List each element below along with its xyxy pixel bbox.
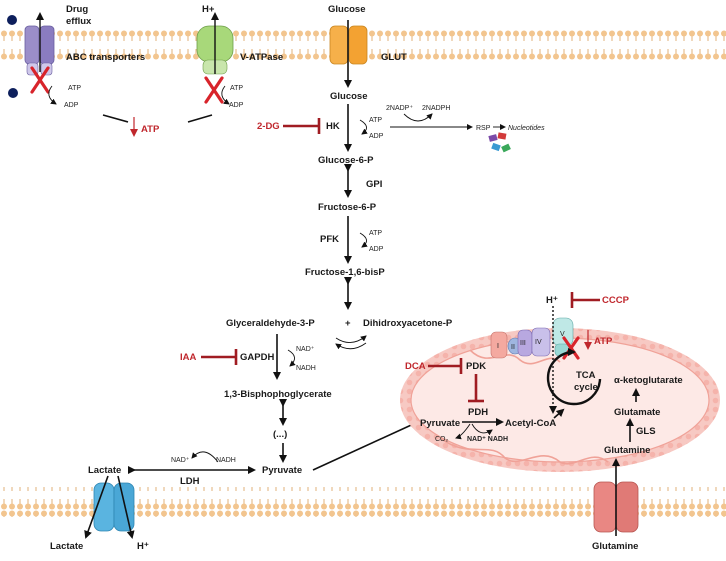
adp-label: ADP [64,102,79,109]
tca-cycle-arrow [546,348,602,406]
atp-synthase-complex-v: V [552,317,574,357]
atp-label: ATP [369,117,382,124]
co2-release-arrow [455,423,471,440]
h-plus-label: H+ [202,4,215,15]
1-3-bisphosphoglycerate-label: 1,3-Bisphophoglycerate [224,389,332,400]
adp-label: ADP [369,246,384,253]
2dg-inhibitor-label: 2-DG [257,121,280,132]
atp-hydrolysis-arrow [48,85,57,105]
drug-dot-icon [7,15,17,25]
lactate-label: Lactate [88,465,121,476]
svg-text:I: I [497,343,499,350]
acetyl-coa-label: Acetyl-CoA [505,418,556,429]
fructose-1-6-bisp-label: Fructose-1,6-bisP [305,267,385,278]
glucose-label: Glucose [330,91,368,102]
glutamine-transporter [593,481,639,533]
nucleotides-label: Nucleotides [508,125,545,132]
svg-text:IV: IV [535,339,542,346]
lactate-transporter [93,482,135,532]
tca-cycle-label: cycle [574,382,598,393]
pyruvate-import-arrow [312,419,422,471]
nadp-label: 2NADP⁺ [386,105,413,112]
glucose-6-p-label: Glucose-6-P [318,155,374,166]
hk-enzyme-label: HK [326,121,340,132]
nucleotides-icon [488,132,511,153]
glutamine-mito-label: Glutamine [604,445,650,456]
glutamate-label: Glutamate [614,407,660,418]
ldh-enzyme-label: LDH [180,476,200,487]
gpi-enzyme-label: GPI [366,179,382,190]
h-plus-mito-label: H⁺ [546,295,558,306]
nadh-label: NADH [216,457,236,464]
block-x-icon [30,66,50,94]
lactate-export-arrow [84,475,109,539]
acetyl-coa-to-tca-arrow [553,408,565,419]
atp-use-arrow [359,232,368,248]
svg-text:V: V [560,331,565,338]
atp-decrease-label: ATP [594,336,613,347]
drug-efflux-label: efflux [66,16,92,27]
atp-hydrolysis-arrow [221,85,230,105]
rsp-label: RSP [476,125,491,132]
cccp-inhibitor-label: CCCP [602,295,630,306]
glucose-extracellular: Glucose [328,4,366,15]
atp-decrease-label: ATP [141,124,160,135]
nadh-label: NADH [296,365,316,372]
atp-label: ATP [68,85,81,92]
plus-sign: + [345,318,351,329]
nad-nadh-label: NAD⁺ NADH [467,436,508,443]
proton-export-arrow [117,475,135,539]
nadph-arrow [403,113,433,122]
pdk-enzyme-label: PDK [466,361,486,372]
gapdh-enzyme-label: GAPDH [240,352,274,363]
glyceraldehyde-3-p-label: Glyceraldehyde-3-P [226,318,315,329]
lactate-extracellular-label: Lactate [50,541,83,552]
glut-label: GLUT [381,52,407,63]
gls-enzyme-label: GLS [636,426,656,437]
drug-dot-icon [8,88,18,98]
connector-line [102,114,129,123]
isomerase-arrow [335,342,367,350]
connector-line [187,114,213,123]
nad-label: NAD⁺ [171,457,190,464]
svg-text:II: II [511,344,515,351]
nad-reduction-arrow [287,349,296,367]
v-atpase-label: V-ATPase [240,52,283,63]
adp-label: ADP [369,133,384,140]
intermediate-steps-label: (...) [273,429,287,440]
svg-text:III: III [520,340,526,347]
drug-efflux-label: Drug [66,4,88,15]
iaa-inhibitor-label: IAA [180,352,197,363]
h-plus-label: H⁺ [137,541,149,552]
alpha-ketoglutarate-label: α-ketoglutarate [614,375,683,386]
tca-cycle-label: TCA [576,370,596,381]
abc-transporter [24,12,55,76]
pfk-enzyme-label: PFK [320,234,339,245]
atp-label: ATP [369,230,382,237]
dihydroxyacetone-p-label: Dihidroxyacetone-P [363,318,453,329]
v-atpase [196,12,234,75]
etc-complex-i: I [490,331,508,359]
glutamine-extracellular-label: Glutamine [592,541,638,552]
dca-inhibitor-label: DCA [405,361,426,372]
nad-label: NAD⁺ [296,346,315,353]
pyruvate-mito-label: Pyruvate [420,418,460,429]
pyruvate-label: Pyruvate [262,465,302,476]
adp-label: ADP [229,102,244,109]
isomerase-arrow [335,335,367,343]
atp-use-arrow [359,119,368,135]
nad-reduction-arrow [471,423,493,436]
pdh-enzyme-label: PDH [468,407,488,418]
block-x-icon [204,76,224,104]
etc-complex-iii: III [517,329,533,357]
fructose-6-p-label: Fructose-6-P [318,202,377,213]
glut-transporter [329,25,368,65]
abc-transporters-label: ABC transporters [66,52,145,63]
atp-label: ATP [230,85,243,92]
nadph-label: 2NADPH [422,105,450,112]
etc-complex-iv: IV [531,327,551,357]
co2-label: CO₂ [435,436,449,443]
nad-oxidation-arrow [191,451,219,463]
